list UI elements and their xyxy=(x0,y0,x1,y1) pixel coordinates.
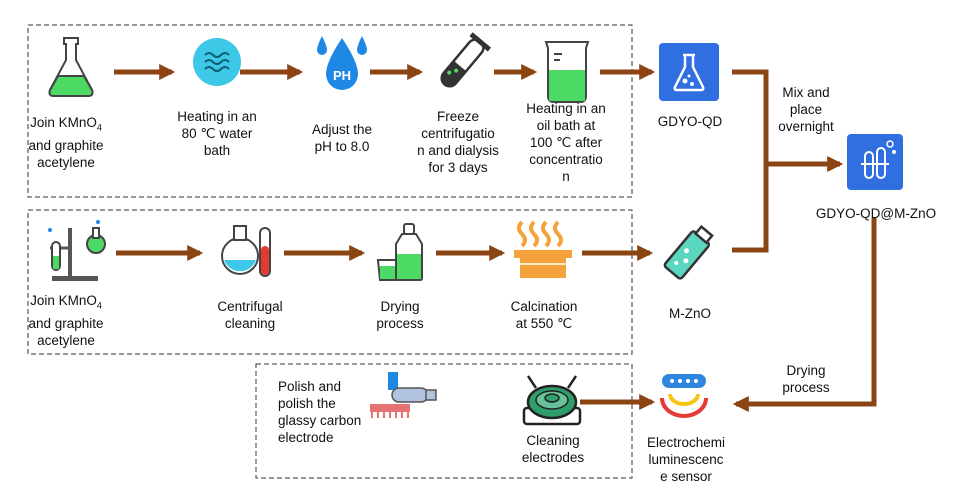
ecl-sensor-icon xyxy=(660,374,708,418)
group-box-gdyo-qd xyxy=(27,24,633,198)
lab-stand-icon xyxy=(48,220,106,281)
polisher-icon xyxy=(370,372,437,418)
merge-connector xyxy=(732,69,769,253)
arrow xyxy=(732,218,877,413)
product-composite-label: GDYO-QD@M-ZnO xyxy=(815,206,937,221)
erlenmeyer-flask-icon xyxy=(48,37,94,97)
flask-tile-icon xyxy=(659,43,719,101)
vial-icon xyxy=(663,224,714,280)
test-tube-icon xyxy=(440,32,492,88)
heating-icon xyxy=(514,220,572,278)
group-box-electrode xyxy=(255,363,633,479)
test-tubes-tile-icon xyxy=(847,134,903,190)
product-gdyo-qd-label: GDYO-QD xyxy=(657,114,723,129)
group-box-m-zno xyxy=(27,209,633,355)
svg-text:PH: PH xyxy=(333,68,351,83)
water-waves-icon xyxy=(193,38,241,86)
flask-tube-icon xyxy=(221,225,271,277)
ultrasonic-cleaner-icon xyxy=(522,375,582,426)
beaker-icon xyxy=(544,41,590,103)
ph-drop-icon: PH xyxy=(317,36,367,90)
row1-step1-label: Join KMnO4 and graphite acetylene xyxy=(28,115,104,170)
bottles-icon xyxy=(376,223,423,281)
row2-step1-label: Join KMnO4 and graphite acetylene xyxy=(28,293,104,348)
product-m-zno-label: M-ZnO xyxy=(669,306,711,321)
